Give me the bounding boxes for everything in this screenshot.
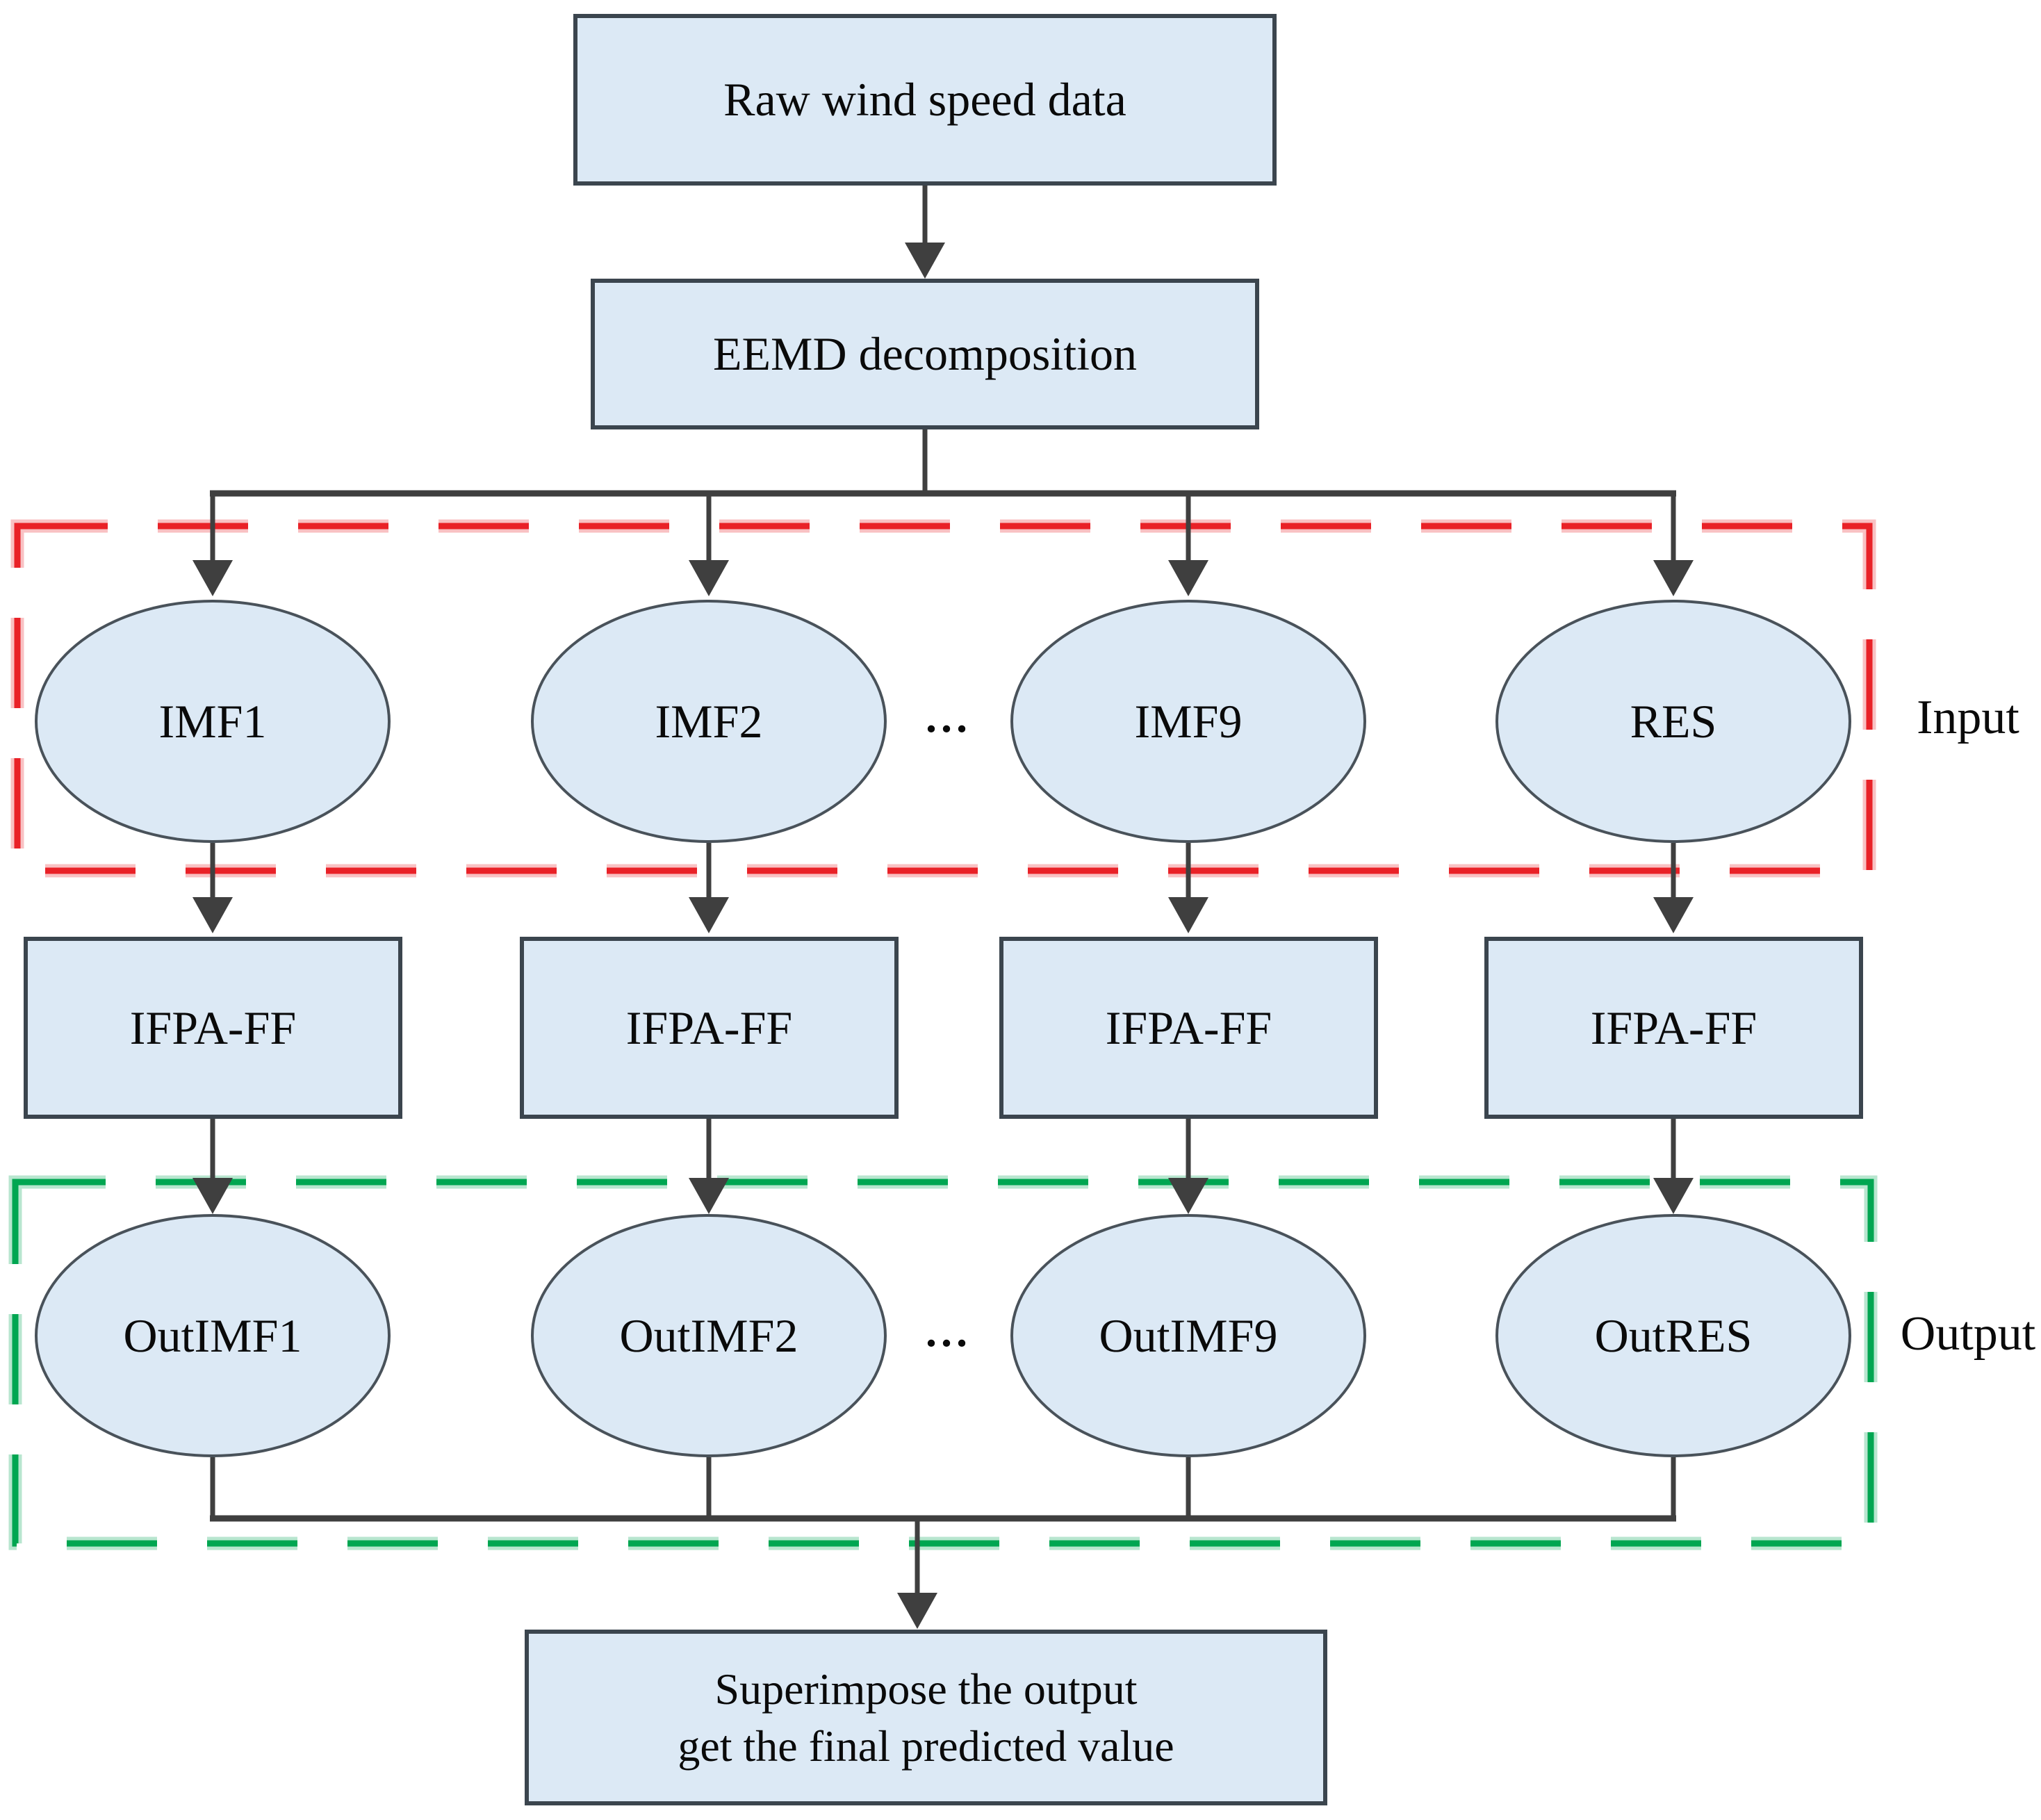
outres-label: OutRES [1594,1309,1753,1362]
ifpaff4-label: IFPA-FF [1590,1001,1757,1054]
raw-data-label: Raw wind speed data [723,73,1126,126]
arrow-eemd-to-imf1 [192,491,233,596]
arrow-raw-to-eemd [905,186,945,279]
imf1-label: IMF1 [158,694,267,748]
arrow-eemd-to-imf9 [1168,491,1208,596]
arrow-ifpaff2-to-outimf2 [689,1119,729,1214]
outimf2-label: OutIMF2 [619,1309,798,1362]
arrow-eemd-to-imf2 [689,491,729,596]
arrow-merge-to-final [897,1516,937,1629]
arrow-imf1-to-ifpaff1 [192,843,233,933]
output-region-border [8,1175,1878,1550]
model-node-ifpaff1: IFPA-FF [24,937,402,1119]
final-label-line2: get the final predicted value [678,1721,1174,1771]
outimf1-label: OutIMF1 [123,1309,302,1362]
res-label: RES [1630,694,1717,748]
model-node-ifpaff2: IFPA-FF [520,937,899,1119]
output-node-outimf9: OutIMF9 [1010,1214,1366,1457]
input-region-border [10,519,1876,878]
input-row-ellipsis: ... [926,692,972,742]
output-node-outimf1: OutIMF1 [35,1214,391,1457]
imf2-label: IMF2 [655,694,763,748]
ifpaff3-label: IFPA-FF [1105,1001,1272,1054]
final-result-node: Superimpose the output get the final pre… [525,1630,1327,1805]
ifpaff2-label: IFPA-FF [625,1001,793,1054]
arrow-eemd-to-res [1653,491,1694,596]
eemd-node: EEMD decomposition [591,279,1259,429]
ifpaff1-label: IFPA-FF [129,1001,297,1054]
outimf9-label: OutIMF9 [1099,1309,1278,1362]
model-node-ifpaff4: IFPA-FF [1484,937,1863,1119]
input-node-imf9: IMF9 [1010,600,1366,843]
output-node-outres: OutRES [1495,1214,1851,1457]
arrow-imf9-to-ifpaff3 [1168,843,1208,933]
output-region-label: Output [1900,1307,2036,1361]
arrow-res-to-ifpaff4 [1653,843,1694,933]
input-node-imf2: IMF2 [531,600,887,843]
arrow-ifpaff1-to-outimf1 [192,1119,233,1214]
arrow-imf2-to-ifpaff2 [689,843,729,933]
final-label-line1: Superimpose the output [714,1664,1138,1714]
output-node-outimf2: OutIMF2 [531,1214,887,1457]
imf9-label: IMF9 [1134,694,1243,748]
input-region-label: Input [1917,691,2019,744]
eemd-label: EEMD decomposition [712,327,1138,381]
output-row-ellipsis: ... [926,1306,972,1356]
raw-data-node: Raw wind speed data [573,14,1277,186]
input-node-res: RES [1495,600,1851,843]
arrow-ifpaff3-to-outimf9 [1168,1119,1208,1214]
arrow-ifpaff4-to-outres [1653,1119,1694,1214]
model-node-ifpaff3: IFPA-FF [999,937,1378,1119]
input-node-imf1: IMF1 [35,600,391,843]
